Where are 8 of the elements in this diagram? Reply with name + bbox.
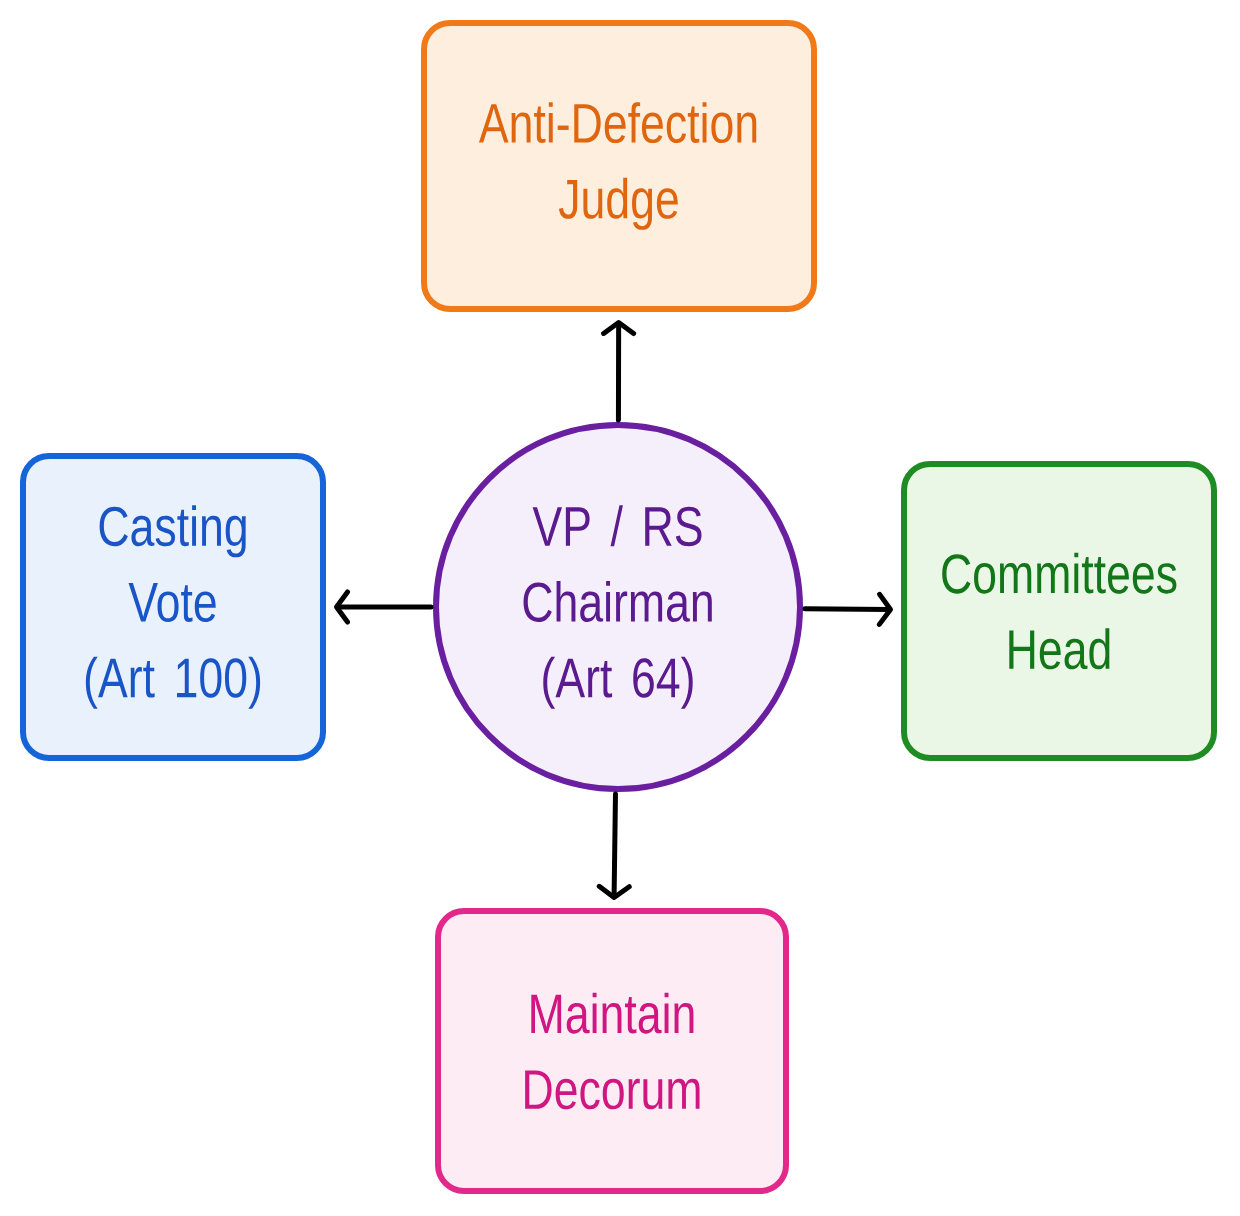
arrow [802,591,893,627]
arrow [596,791,632,900]
process-box: Anti-Defection Judge [421,20,817,312]
process-box: Maintain Decorum [435,908,789,1194]
arrow [601,320,637,423]
process-box: Committees Head [901,461,1217,761]
arrow [334,589,434,625]
process-box: Casting Vote (Art 100) [20,453,326,761]
